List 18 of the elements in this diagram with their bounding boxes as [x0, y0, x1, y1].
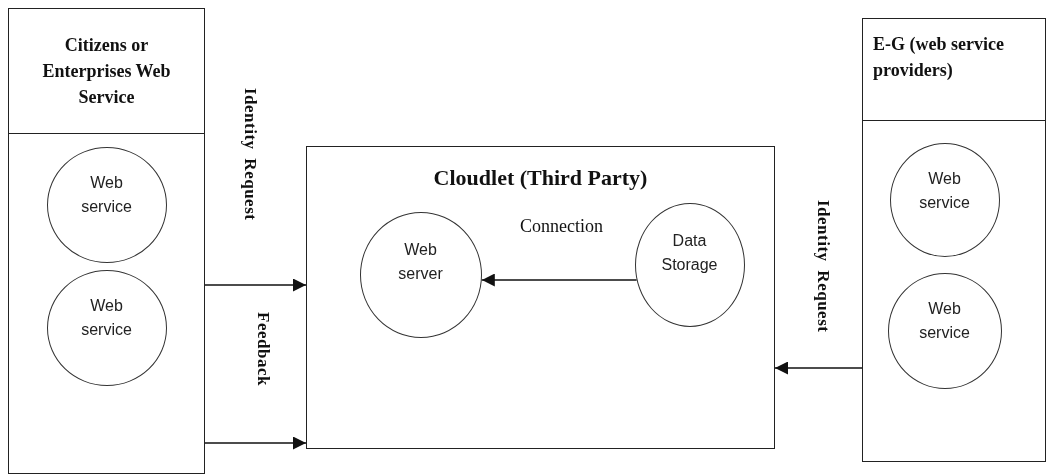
arrow: [204, 436, 307, 450]
circle-label: Web service: [918, 168, 971, 214]
arrow: [204, 278, 307, 292]
circle-label: Web service: [80, 295, 133, 341]
circle-label: Data Storage: [660, 230, 719, 276]
group-box: [862, 18, 1046, 462]
group-heading: Citizens or Enterprises Web Service: [41, 33, 172, 110]
arrow: [774, 361, 863, 375]
edge-label: Identity Request: [240, 88, 260, 221]
circle-label: Web service: [80, 172, 133, 218]
circle-label: Web service: [918, 298, 971, 344]
arrow: [481, 273, 638, 287]
group-heading: E-G (web service providers): [873, 33, 1005, 83]
box-title: Cloudlet (Third Party): [432, 165, 649, 191]
circle-label: Web server: [397, 239, 444, 285]
group-box: [8, 8, 205, 474]
edge-label: Identity Request: [813, 200, 833, 333]
component-box: [306, 146, 775, 449]
